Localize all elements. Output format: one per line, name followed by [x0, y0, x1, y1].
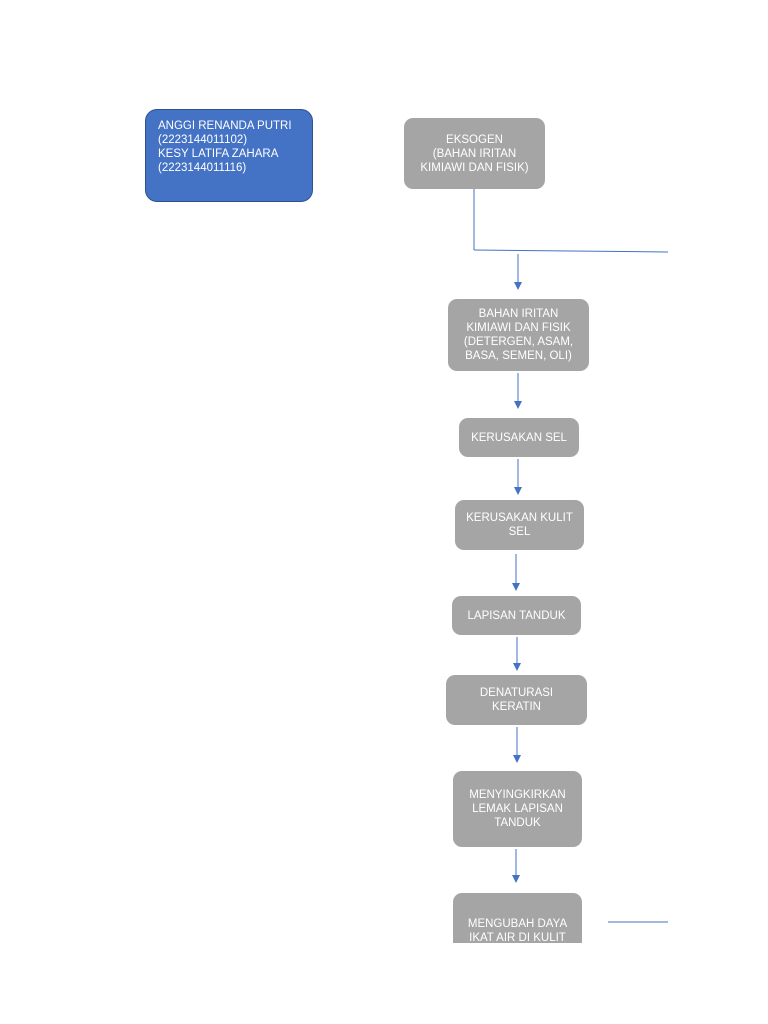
connector-layer — [473, 189, 669, 923]
author-box: ANGGI RENANDA PUTRI (2223144011102) KESY… — [145, 109, 313, 202]
node-kerusakan-kulit-sel: KERUSAKAN KULIT SEL — [455, 500, 584, 550]
node-eksogen: EKSOGEN (BAHAN IRITAN KIMIAWI DAN FISIK) — [404, 118, 545, 189]
node-mengubah-daya-ikat: MENGUBAH DAYA IKAT AIR DI KULIT — [453, 893, 582, 943]
node-kerusakan-sel: KERUSAKAN SEL — [459, 418, 579, 457]
connector-branch-right — [473, 249, 669, 253]
node-denaturasi-keratin: DENATURASI KERATIN — [446, 675, 587, 725]
node-bahan-iritan: BAHAN IRITAN KIMIAWI DAN FISIK (DETERGEN… — [448, 299, 589, 371]
diagram-canvas: ANGGI RENANDA PUTRI (2223144011102) KESY… — [145, 109, 669, 943]
node-lapisan-tanduk: LAPISAN TANDUK — [452, 596, 581, 635]
node-menyingkirkan-lemak: MENYINGKIRKAN LEMAK LAPISAN TANDUK — [453, 771, 582, 847]
